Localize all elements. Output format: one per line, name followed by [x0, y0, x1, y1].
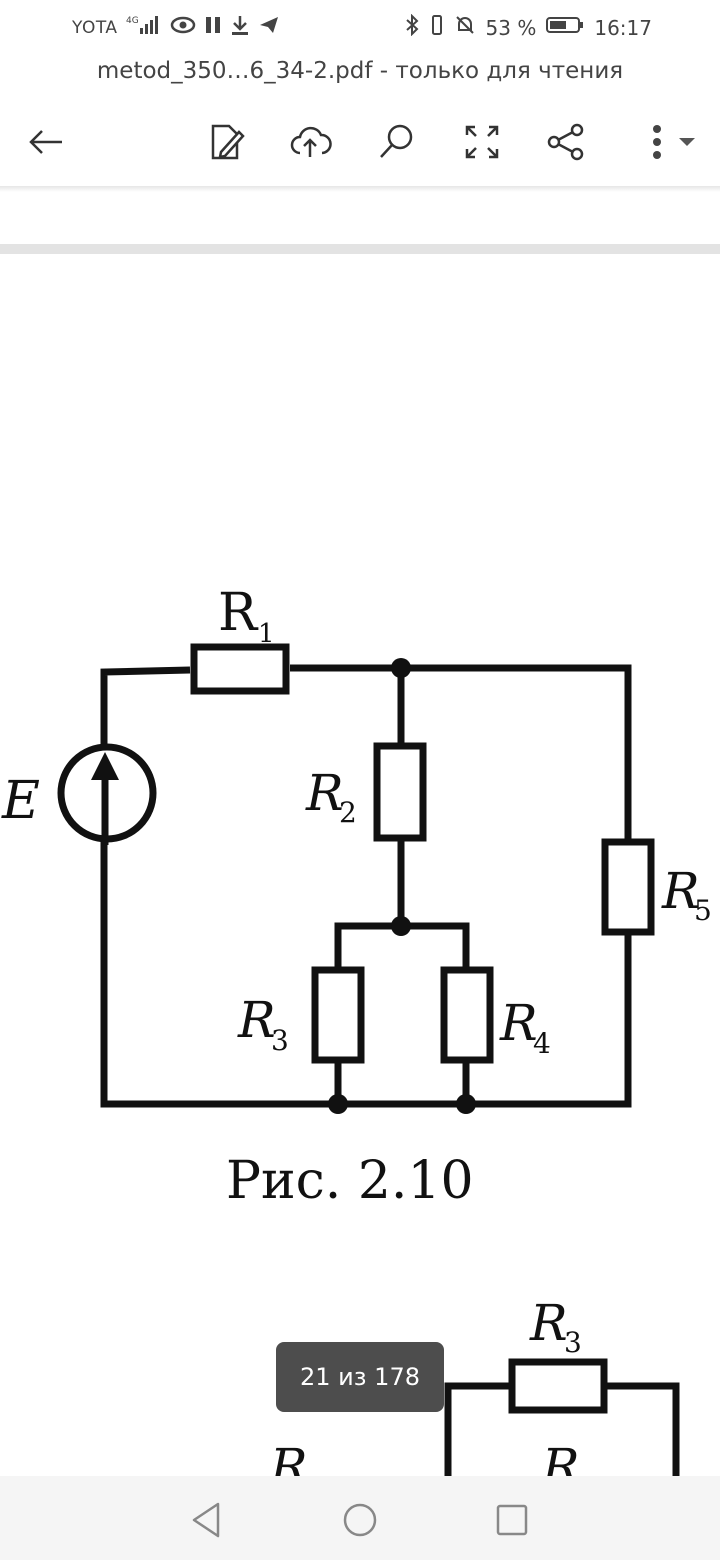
label-r4-sub: 4 — [533, 1027, 551, 1060]
status-left: YOTA 4G — [72, 14, 280, 41]
page-indicator: 21 из 178 — [276, 1342, 444, 1412]
clock: 16:17 — [594, 15, 652, 40]
home-circle-icon — [343, 1503, 377, 1537]
r3-r4-bottom-wire — [334, 1060, 470, 1104]
junction-dots — [328, 658, 476, 1114]
next-label-r3: R — [529, 1294, 568, 1352]
voltage-source — [57, 743, 157, 845]
download-icon — [230, 14, 250, 41]
page-separator — [0, 244, 720, 254]
resistor-r3 — [311, 966, 365, 1064]
resistor-r1 — [190, 643, 290, 695]
label-r5-sub: 5 — [694, 894, 712, 927]
toolbar — [0, 110, 720, 174]
label-r5: R — [661, 862, 700, 920]
status-right: 53 % 16:17 — [404, 13, 652, 41]
label-e: E — [1, 771, 40, 831]
edit-icon — [211, 124, 245, 160]
resistor-r4 — [440, 966, 494, 1064]
search-button[interactable] — [370, 116, 422, 168]
eye-icon — [170, 15, 196, 40]
share-icon — [547, 123, 584, 161]
telegram-icon — [258, 15, 280, 40]
resistors — [190, 643, 655, 1064]
network-type: 4G — [126, 16, 139, 26]
bluetooth-icon — [404, 13, 420, 41]
label-r2: R — [305, 764, 344, 822]
toolbar-shadow — [0, 186, 720, 192]
search-icon — [380, 124, 413, 158]
share-button[interactable] — [540, 116, 592, 168]
pause-icon — [204, 15, 222, 40]
back-triangle-icon — [192, 1502, 220, 1538]
bell-off-icon — [454, 14, 476, 41]
vibrate-icon — [430, 14, 444, 41]
recents-square-icon — [496, 1504, 528, 1536]
next-circuit-wires — [444, 1382, 680, 1476]
label-r4: R — [499, 994, 538, 1052]
next-label-r3-sub: 3 — [564, 1326, 582, 1359]
figure-caption: Рис. 2.10 — [226, 1151, 474, 1211]
bottom-wire — [100, 930, 632, 1108]
status-bar: YOTA 4G — [0, 0, 720, 56]
cloud-upload-icon — [290, 126, 332, 157]
fullscreen-button[interactable] — [456, 116, 508, 168]
document-title: metod_350…6_34-2.pdf - только для чтения — [96, 58, 624, 84]
top-left-wire — [100, 666, 191, 752]
signal-icon: 4G — [126, 14, 162, 41]
cloud-upload-button[interactable] — [284, 116, 336, 168]
label-r1: R — [218, 583, 259, 643]
label-r3-sub: 3 — [271, 1024, 289, 1057]
circuit-figure: R 1 R 2 R 3 R 4 R 5 E Рис. 2.10 R 3 R R — [1, 583, 712, 1496]
resistor-r5 — [601, 838, 655, 936]
label-r3: R — [237, 991, 276, 1049]
nav-back-button[interactable] — [180, 1494, 232, 1546]
label-r2-sub: 2 — [339, 796, 357, 829]
carrier-label: YOTA — [72, 17, 118, 38]
nav-recents-button[interactable] — [486, 1494, 538, 1546]
battery-percent: 53 % — [485, 15, 537, 40]
fullscreen-icon — [465, 125, 499, 159]
back-arrow-icon — [29, 130, 62, 154]
navigation-bar — [0, 1476, 720, 1560]
more-options-button[interactable] — [632, 116, 702, 168]
next-resistor-r3 — [508, 1358, 608, 1414]
back-button[interactable] — [20, 116, 72, 168]
label-r1-sub: 1 — [258, 619, 275, 649]
resistor-r2 — [373, 742, 427, 842]
more-vert-icon — [653, 125, 695, 159]
battery-icon — [546, 15, 584, 40]
edit-button[interactable] — [200, 116, 252, 168]
nav-home-button[interactable] — [334, 1494, 386, 1546]
